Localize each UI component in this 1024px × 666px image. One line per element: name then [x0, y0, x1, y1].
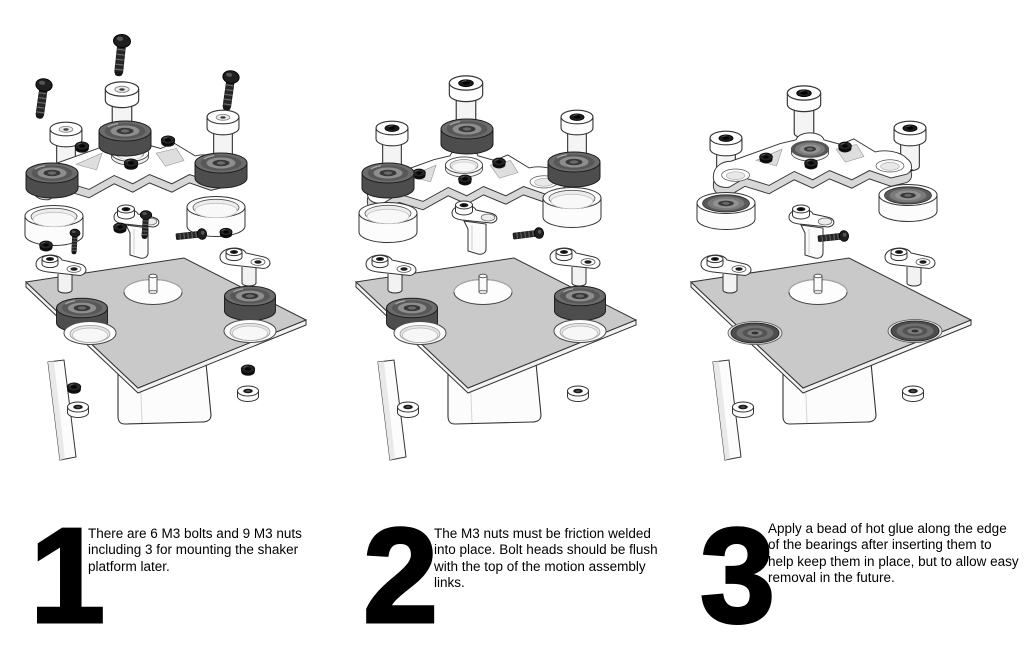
- bearing-cup: [542, 187, 602, 228]
- bearing: [98, 120, 152, 157]
- m3-nut: [219, 227, 233, 239]
- m3-nut: [160, 135, 176, 148]
- bearing-hole: [393, 321, 447, 345]
- step-2-text: The M3 nuts must be friction welded into…: [434, 526, 658, 591]
- m3-nut: [838, 141, 852, 153]
- bearing-installed-in-cup: [696, 192, 756, 230]
- m3-screw: [512, 226, 545, 243]
- m3-nut: [66, 382, 82, 395]
- shaker-base-plate: [26, 248, 306, 460]
- m3-nut: [804, 158, 818, 170]
- bearing: [553, 285, 607, 322]
- standoff-post: [206, 109, 240, 161]
- m3-nut: [113, 222, 127, 234]
- m3-nut: [492, 157, 506, 169]
- m3-nut: [759, 152, 773, 164]
- step-1-text: There are 6 M3 bolts and 9 M3 nuts inclu…: [88, 526, 302, 574]
- m3-nut: [123, 158, 139, 171]
- shaker-base-plate: [691, 248, 971, 460]
- bearing-cup: [186, 196, 246, 237]
- bearing: [361, 162, 415, 199]
- m3-nut: [74, 141, 90, 154]
- bearing-flush-in-plate: [727, 321, 783, 345]
- bearing-cup: [358, 202, 418, 243]
- step-3-exploded-diagram: [683, 5, 1005, 505]
- m3-nut: [458, 174, 472, 186]
- bearing: [194, 152, 248, 189]
- bearing: [440, 118, 494, 155]
- step-2-number: 2: [361, 500, 439, 651]
- bearing-installed-center: [791, 140, 829, 158]
- bearing: [25, 162, 79, 199]
- shaker-base-plate: [356, 248, 636, 460]
- bearing-hole: [63, 321, 117, 345]
- m3-nut: [240, 364, 256, 377]
- m3-nut: [39, 240, 53, 252]
- bearing-hole: [223, 319, 277, 343]
- step-1-exploded-diagram: [24, 33, 340, 505]
- crank-arm: [451, 200, 498, 255]
- m3-screw: [217, 69, 241, 113]
- bearing: [547, 151, 601, 188]
- m3-screw: [109, 33, 132, 78]
- step-3-number: 3: [698, 500, 776, 651]
- crank-arm: [788, 204, 835, 259]
- bearing-hole: [553, 319, 607, 343]
- bearing-installed-in-cup: [878, 184, 938, 222]
- m3-screw: [30, 77, 54, 121]
- step-2-exploded-diagram: [348, 5, 670, 505]
- bearing-flush-in-plate: [887, 319, 943, 343]
- step-1-number: 1: [28, 500, 106, 651]
- step-3-text: Apply a bead of hot glue along the edge …: [768, 521, 1019, 586]
- bearing: [223, 285, 277, 322]
